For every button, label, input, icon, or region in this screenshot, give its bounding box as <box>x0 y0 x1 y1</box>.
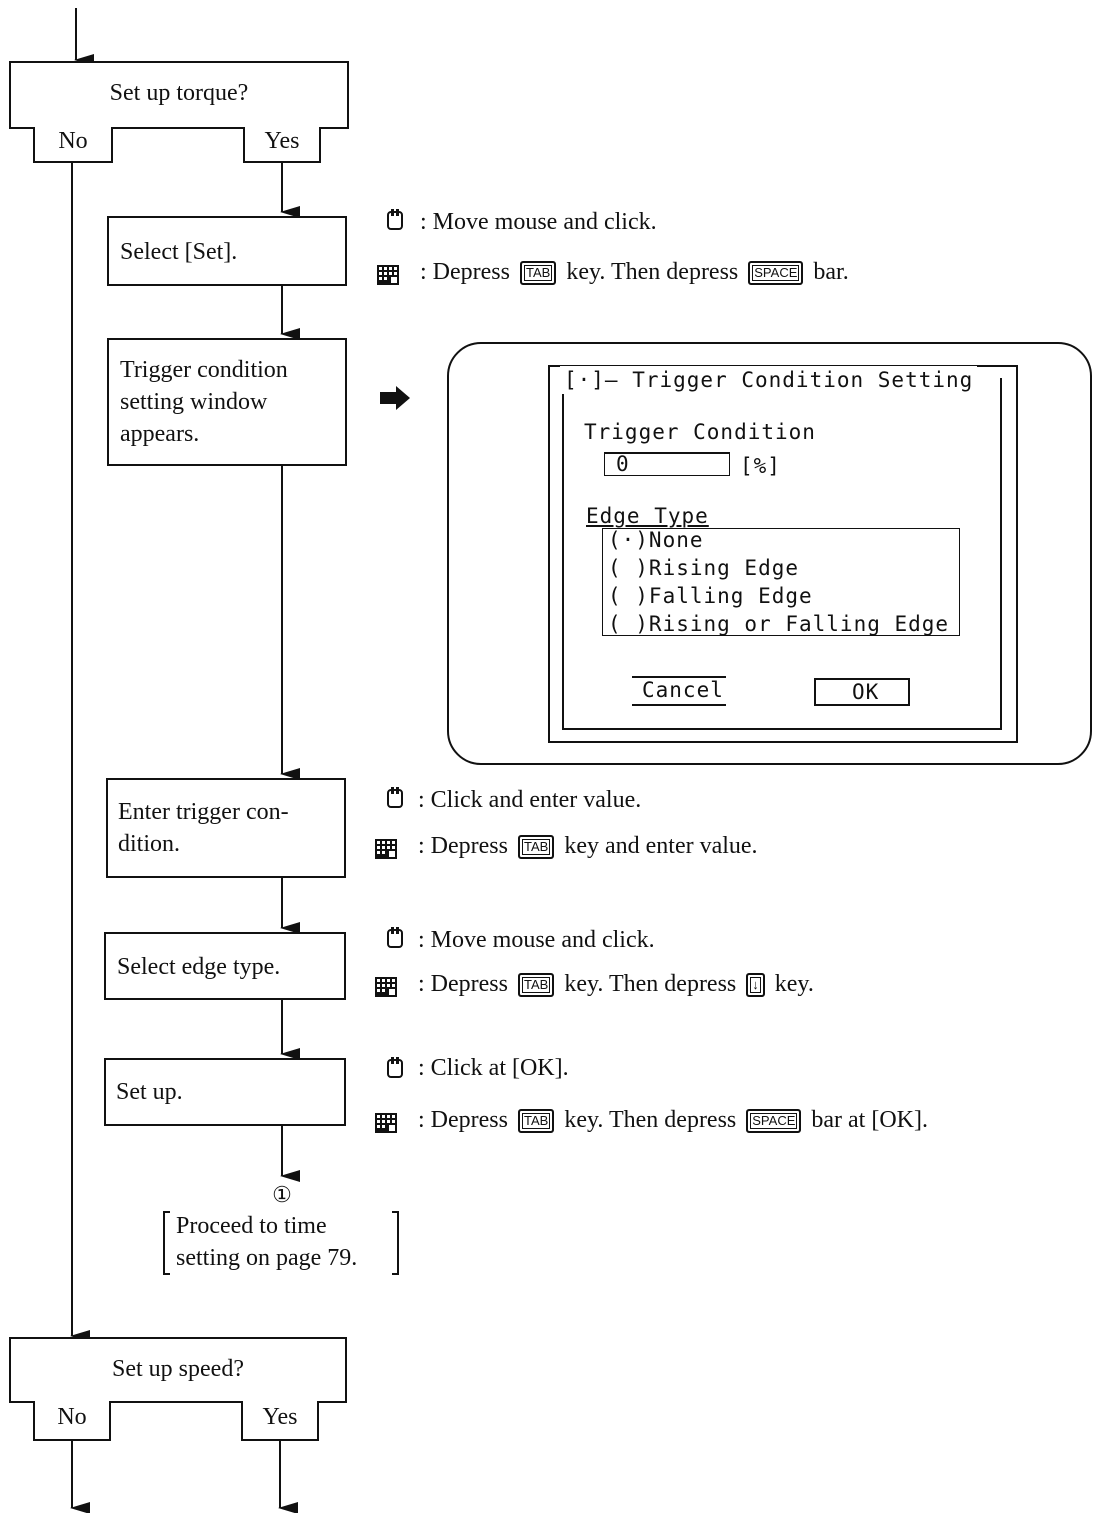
trigger-condition-dialog <box>548 365 1018 743</box>
decision-yes-label: Yes <box>264 128 300 154</box>
tab-key: TAB <box>517 835 555 860</box>
step-label: Set up. <box>116 1079 183 1105</box>
mouse-instruction: : Click and enter value. <box>418 787 642 813</box>
ok-button[interactable] <box>814 678 910 706</box>
step-label: Enter trigger con-dition. <box>118 799 289 857</box>
space-key: SPACE <box>746 1109 802 1134</box>
step-enter-trigger <box>106 778 346 878</box>
step-select-edge <box>104 932 346 1000</box>
mouse-icon <box>386 1056 404 1078</box>
tab-key: TAB <box>517 973 555 998</box>
step-label: Select edge type. <box>117 954 281 980</box>
ok-label: OK <box>852 680 880 704</box>
decision-question: Set up torque? <box>109 80 249 106</box>
mouse-icon <box>386 208 404 230</box>
right-arrow-icon <box>380 386 410 410</box>
space-key: SPACE <box>748 261 804 286</box>
decision-no-label: No <box>57 1404 87 1430</box>
dialog-title: [·]— Trigger Condition Setting <box>560 366 978 394</box>
decision-question: Set up speed? <box>112 1356 244 1382</box>
trigger-condition-label: Trigger Condition <box>584 420 816 444</box>
mouse-instruction: : Move mouse and click. <box>420 209 657 235</box>
step-window-appears <box>107 338 347 466</box>
keyboard-icon <box>374 838 398 860</box>
keyboard-icon <box>376 264 400 286</box>
step-select-set <box>107 216 347 286</box>
tab-key: TAB <box>519 261 557 286</box>
keyboard-icon <box>374 1112 398 1134</box>
keyboard-instruction: : Depress TAB key and enter value. <box>418 833 758 860</box>
trigger-unit: [%] <box>740 454 781 478</box>
mouse-instruction: : Move mouse and click. <box>418 927 655 953</box>
trigger-value: 0 <box>616 452 630 476</box>
keyboard-instruction: : Depress TAB key. Then depress SPACE ba… <box>418 1107 928 1134</box>
connector-line1: Proceed to time <box>176 1213 327 1239</box>
keyboard-icon <box>374 976 398 998</box>
edge-type-list <box>602 528 960 636</box>
step-label: Select [Set]. <box>120 239 238 265</box>
edge-option-rising[interactable]: ( )Rising Edge <box>608 556 800 580</box>
tab-key: TAB <box>517 1109 555 1134</box>
dialog-inner-frame <box>562 378 1002 730</box>
down-arrow-key: ↓ <box>746 973 765 998</box>
keyboard-instruction: : Depress TAB key. Then depress ↓ key. <box>418 971 814 998</box>
edge-option-rising-or-falling[interactable]: ( )Rising or Falling Edge <box>608 612 950 636</box>
cancel-label: Cancel <box>642 678 724 702</box>
edge-type-label: Edge Type <box>586 504 709 528</box>
decision-yes-label: Yes <box>262 1404 298 1430</box>
mouse-icon <box>386 926 404 948</box>
edge-option-falling[interactable]: ( )Falling Edge <box>608 584 813 608</box>
edge-option-none[interactable]: (·)None <box>608 528 704 552</box>
cancel-button[interactable] <box>632 676 726 706</box>
step-set-up <box>104 1058 346 1126</box>
trigger-value-input[interactable] <box>604 452 730 476</box>
step-label: Trigger condition setting window appears… <box>120 357 288 447</box>
connector-line2: setting on page 79. <box>176 1245 358 1271</box>
mouse-instruction: : Click at [OK]. <box>418 1055 569 1081</box>
decision-no-label: No <box>58 128 88 154</box>
keyboard-instruction: : Depress TAB key. Then depress SPACE ba… <box>420 259 849 286</box>
mouse-icon <box>386 786 404 808</box>
connector-symbol: ① <box>272 1182 292 1207</box>
